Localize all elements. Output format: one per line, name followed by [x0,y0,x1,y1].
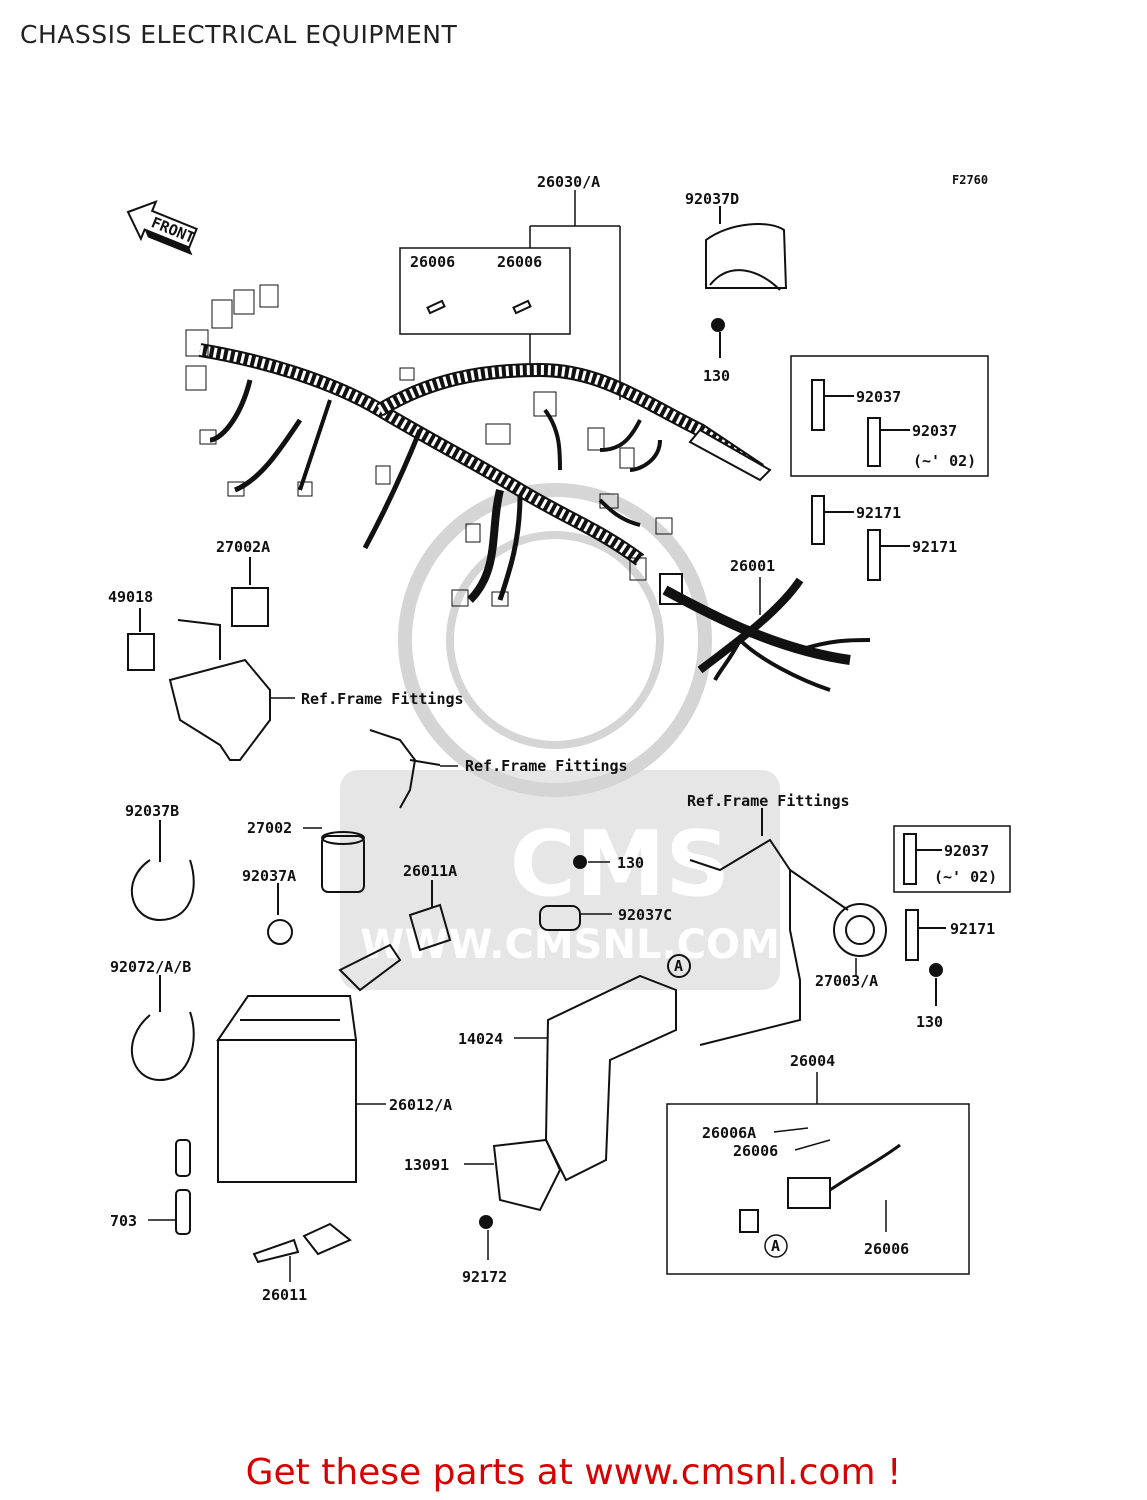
part-92037-2-note: (~' 02) [913,452,976,470]
part-92037d: 92037D [685,190,739,208]
horn-bracket-drawing [689,808,887,1046]
footer-promo[interactable]: Get these parts at www.cmsnl.com ! [245,1452,902,1493]
band-box-upper [790,355,989,477]
clamp-92037d-drawing [705,206,788,358]
page-title: CHASSIS ELECTRICAL EQUIPMENT [20,20,458,49]
battery-cable-drawing [252,1222,352,1282]
bracket-13091-drawing [464,1138,562,1260]
part-13091: 13091 [404,1156,449,1174]
part-27002a: 27002A [216,538,270,556]
ref-frame-fittings-2: Ref.Frame Fittings [465,757,628,775]
part-130-top: 130 [703,367,730,385]
figure-code: F2760 [952,173,988,187]
part-92037-3-note: (~' 02) [934,868,997,886]
ref-frame-fittings-1: Ref.Frame Fittings [301,690,464,708]
part-26001: 26001 [730,557,775,575]
part-130-right: 130 [916,1013,943,1031]
part-92037-2: 92037 [912,422,957,440]
part-27002: 27002 [247,819,292,837]
main-harness-drawing [185,284,772,607]
part-26004: 26004 [790,1052,835,1070]
callout-a-1: A [674,957,683,975]
band-drawings [811,379,910,581]
band-92037b-drawing [131,820,195,922]
part-27003a: 27003/A [815,972,878,990]
watermark: CMS WWW.CMSNL.COM [340,483,780,990]
part-26030a: 26030/A [537,173,600,191]
tube-703-drawing [148,1139,191,1235]
part-26006-b: 26006 [497,253,542,271]
part-49018: 49018 [108,588,153,606]
part-14024: 14024 [458,1030,503,1048]
part-92037c: 92037C [618,906,672,924]
watermark-plate [340,770,780,990]
part-92037a: 92037A [242,867,296,885]
sub-harness-26001-drawing [659,573,871,692]
part-92172: 92172 [462,1268,507,1286]
bracket-27002-drawing [303,729,458,893]
watermark-logo: CMS [510,812,730,917]
part-92171-1: 92171 [856,504,901,522]
callout-a-2: A [771,1237,780,1255]
watermark-ring [398,483,712,797]
fuse-holder-drawing [338,855,612,992]
part-26006-a: 26006 [410,253,455,271]
part-92037-1: 92037 [856,388,901,406]
part-130-mid: 130 [617,854,644,872]
clamp-92037a-drawing [267,883,293,945]
watermark-face [446,531,664,749]
part-92037b: 92037B [125,802,179,820]
relay-bracket-drawing [127,557,295,761]
part-92037-3: 92037 [944,842,989,860]
part-26011a: 26011A [403,862,457,880]
band-box-lower [893,825,1011,893]
fuse-box-frame [399,247,571,335]
band-92072-drawing [131,975,195,1082]
part-92171-2: 92171 [912,538,957,556]
watermark-url: WWW.CMSNL.COM [360,922,780,968]
part-92171-3: 92171 [950,920,995,938]
part-26011: 26011 [262,1286,307,1304]
part-26006a: 26006A [702,1124,756,1142]
part-703: 703 [110,1212,137,1230]
part-92072ab: 92072/A/B [110,958,191,976]
callout-26030a [399,190,621,400]
fuse-case-26004-drawing [666,1072,970,1275]
battery-drawing [216,995,386,1183]
part-26006-d: 26006 [864,1240,909,1258]
part-26006-c: 26006 [733,1142,778,1160]
part-26012a: 26012/A [389,1096,452,1114]
ref-frame-fittings-3: Ref.Frame Fittings [687,792,850,810]
front-arrow-icon: FRONT [126,199,198,256]
